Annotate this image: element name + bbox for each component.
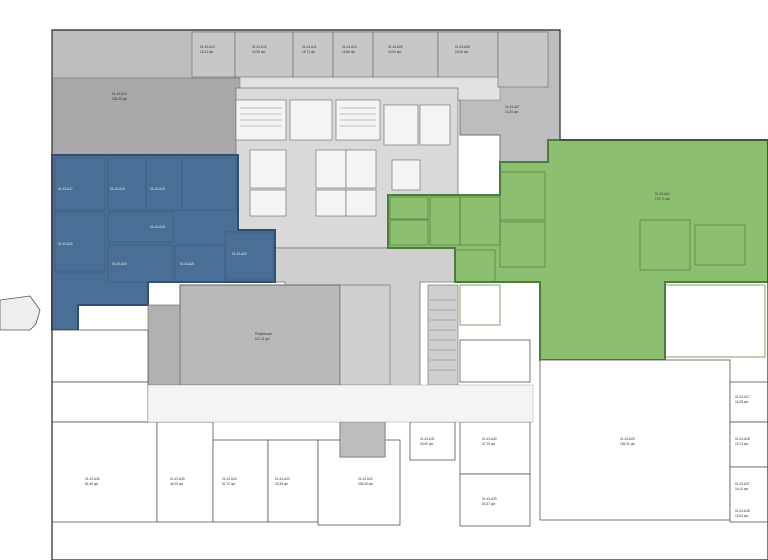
label-a34-id: 01.43-A34	[222, 477, 237, 481]
label-a28-id: 01.43-A28	[735, 437, 750, 441]
label-projectroom-id: Projektraum	[255, 332, 273, 336]
label-a15: 01.43-A15	[150, 187, 165, 191]
label-a32-id: 01.43-A32	[358, 477, 373, 481]
label-a29-id: 01.43-A29	[482, 497, 497, 501]
label-a14-id: 01.43-A14	[112, 92, 127, 96]
lower-offices	[51, 329, 768, 527]
label-a26-id: 01.43-A26	[620, 437, 635, 441]
middle-stair-hatching	[430, 299, 456, 371]
label-a38-id: 01.43-A38	[735, 509, 750, 513]
label-a30-id: 01.43-A30	[482, 437, 497, 441]
middle-stair	[427, 284, 459, 386]
label-a27-id: 01.43-A27	[735, 395, 750, 399]
label-a37-area: 16,10 qm	[735, 487, 749, 491]
label-a22: 01.43-A22	[232, 252, 247, 256]
label-a20: 01.43-A20	[112, 262, 127, 266]
lower-corridor	[147, 384, 534, 423]
label-a30-area: 47,75 qm	[482, 442, 496, 446]
projectroom-zone	[179, 284, 341, 386]
label-a16: 01.43-A16	[110, 187, 125, 191]
label-a10-area: 16,88 qm	[342, 50, 356, 54]
label-a37-id: 01.43-A37	[735, 482, 750, 486]
green-zone-rooms	[389, 171, 766, 358]
label-a21: 01.43-A21	[180, 262, 195, 266]
blue-zone-rooms	[54, 157, 274, 283]
top-offices-row	[191, 31, 549, 88]
label-a29-area: 60,37 qm	[482, 502, 496, 506]
stairs-lower-left	[339, 421, 386, 458]
label-a36-area: 81,65 qm	[85, 482, 99, 486]
label-a10-id: 01.43-A10	[342, 45, 357, 49]
label-a33-id: 01.43-A33	[275, 477, 290, 481]
room-labels: 01.43-A13 15,12 qm 01.43-A12 16,95 qm 01…	[58, 45, 750, 518]
label-a31-id: 01.43-A31	[420, 437, 435, 441]
label-a07-area: 14,35 qm	[505, 110, 519, 114]
label-a27-area: 16,38 qm	[735, 400, 749, 404]
label-a08-area: 18,40 qm	[455, 50, 469, 54]
svg-text:01.43-A13: 01.43-A13	[200, 45, 215, 49]
left-stair	[0, 295, 41, 331]
label-a17: 01.43-A17	[58, 187, 73, 191]
label-a07-id: 01.43-A07	[505, 105, 520, 109]
label-a19: 01.43-A19	[58, 242, 73, 246]
label-a32-area: 235,06 qm	[358, 482, 373, 486]
label-a14-area: 235,20 qm	[112, 97, 127, 101]
label-a08-id: 01.43-A08	[455, 45, 470, 49]
label-a18: 01.43-A18	[150, 225, 165, 229]
label-a33-area: 43,38 qm	[275, 482, 289, 486]
projectroom-right	[339, 284, 391, 386]
label-a04-id: 01.43-A04	[655, 192, 670, 196]
label-a35-area: 46,05 qm	[170, 482, 184, 486]
label-a09-area: 16,94 qm	[388, 50, 402, 54]
label-projectroom-area: 112,41 qm	[255, 337, 270, 341]
stair-hatching	[240, 107, 376, 127]
label-a38-area: 15,64 qm	[735, 514, 749, 518]
label-a35-id: 01.43-A35	[170, 477, 185, 481]
label-a13-id: 01.43-A13	[200, 45, 215, 49]
building-outline	[51, 29, 768, 560]
label-a11-id: 01.43-A11	[302, 45, 317, 49]
label-a36-id: 01.43-A36	[85, 477, 100, 481]
label-a26-area: 155,41 qm	[620, 442, 635, 446]
label-a11-area: 15,71 qm	[302, 50, 316, 54]
label-a04-area: 175,71 qm	[655, 197, 670, 201]
label-a09-id: 01.43-A09	[388, 45, 403, 49]
label-a12-id: 01.43-A12	[252, 45, 267, 49]
label-a28-area: 15,74 qm	[735, 442, 749, 446]
top-left-open-office	[51, 77, 243, 157]
label-a31-area: 26,90 qm	[420, 442, 434, 446]
label-a34-area: 51,70 qm	[222, 482, 236, 486]
label-a12-area: 16,95 qm	[252, 50, 266, 54]
label-a13-area: 15,12 qm	[200, 50, 214, 54]
projectroom-left	[147, 304, 181, 386]
